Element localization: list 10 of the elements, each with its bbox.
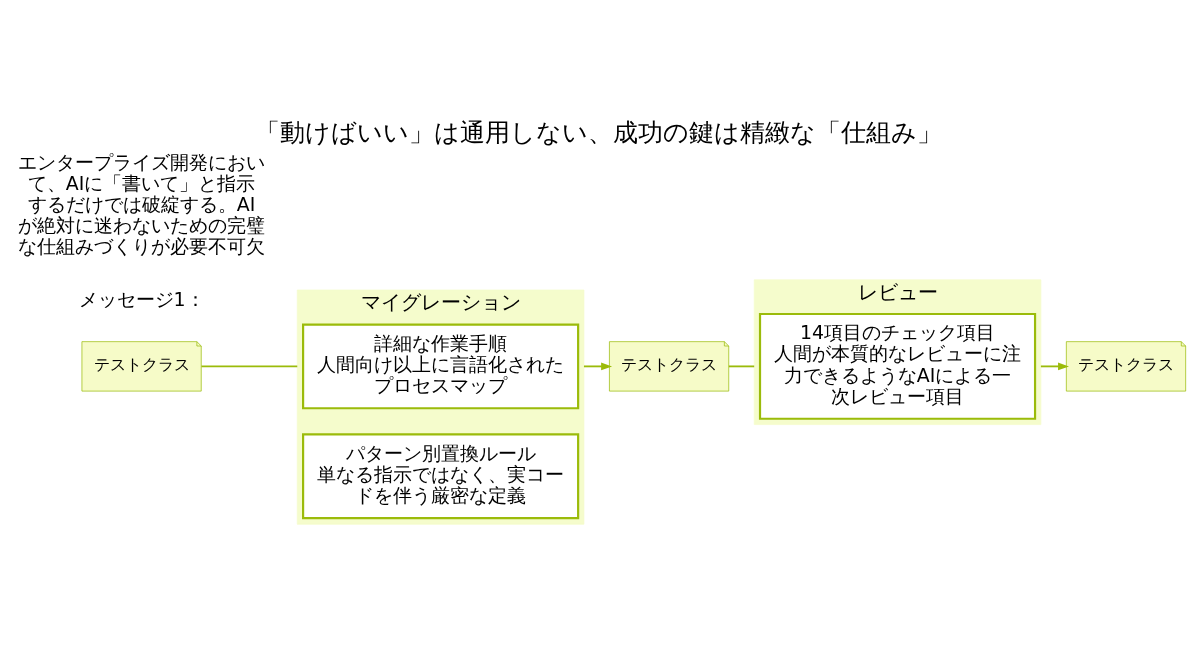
node-box: パターン別置換ルール 単なる指示ではなく、実コードを伴う厳密な定義 xyxy=(302,433,580,520)
label: エンタープライズ開発において、AIに「書いて」と指示するだけでは破綻する。AIが絶対に迷わないための完璧な仕組みづくりが必要不可欠 xyxy=(18,150,266,258)
connector xyxy=(727,365,756,368)
arrow xyxy=(1039,362,1069,371)
diagram-title: 「動けばいい」は通用しない、成功の鍵は精緻な「仕組み」 xyxy=(255,117,942,147)
label: メッセージ1： xyxy=(78,288,205,311)
arrow xyxy=(583,362,613,371)
node-box: 詳細な作業手順 人間向け以上に言語化されたプロセスマップ xyxy=(302,323,580,410)
node-box: 14項目のチェック項目 人間が本質的なレビューに注力できるようなAIによる一次レビュー項目 xyxy=(758,312,1037,420)
connector xyxy=(200,365,299,368)
